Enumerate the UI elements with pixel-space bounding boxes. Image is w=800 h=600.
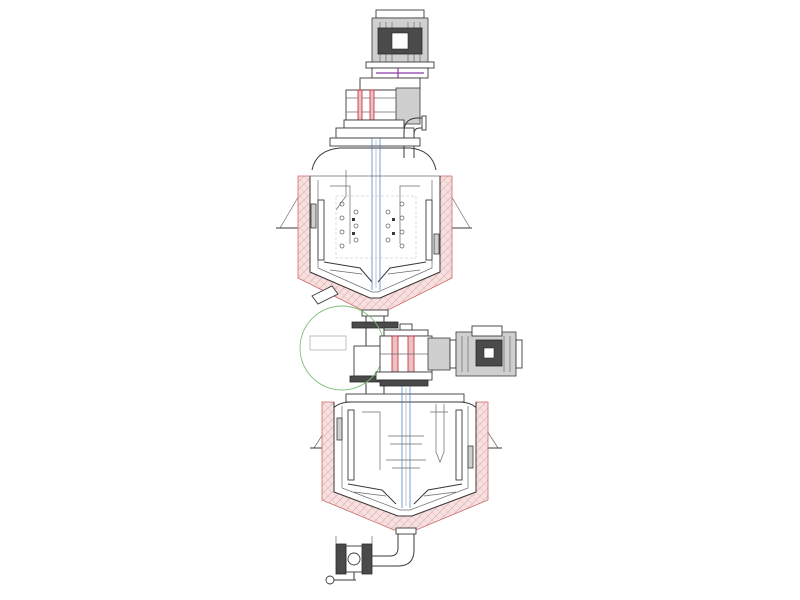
upper-gearbox-icon	[335, 77, 421, 139]
lower-gearbox-icon	[375, 323, 451, 387]
vent-pipe	[403, 115, 427, 158]
lower-vessel-icon	[310, 386, 502, 531]
upper-motor-icon	[365, 9, 435, 69]
perforated-panel	[335, 195, 417, 259]
discharge-valve-icon	[325, 536, 373, 585]
lower-motor-icon	[449, 325, 523, 377]
discharge-pipe	[372, 527, 417, 567]
upper-coupling	[371, 67, 429, 79]
upper-vessel-icon	[276, 137, 472, 313]
